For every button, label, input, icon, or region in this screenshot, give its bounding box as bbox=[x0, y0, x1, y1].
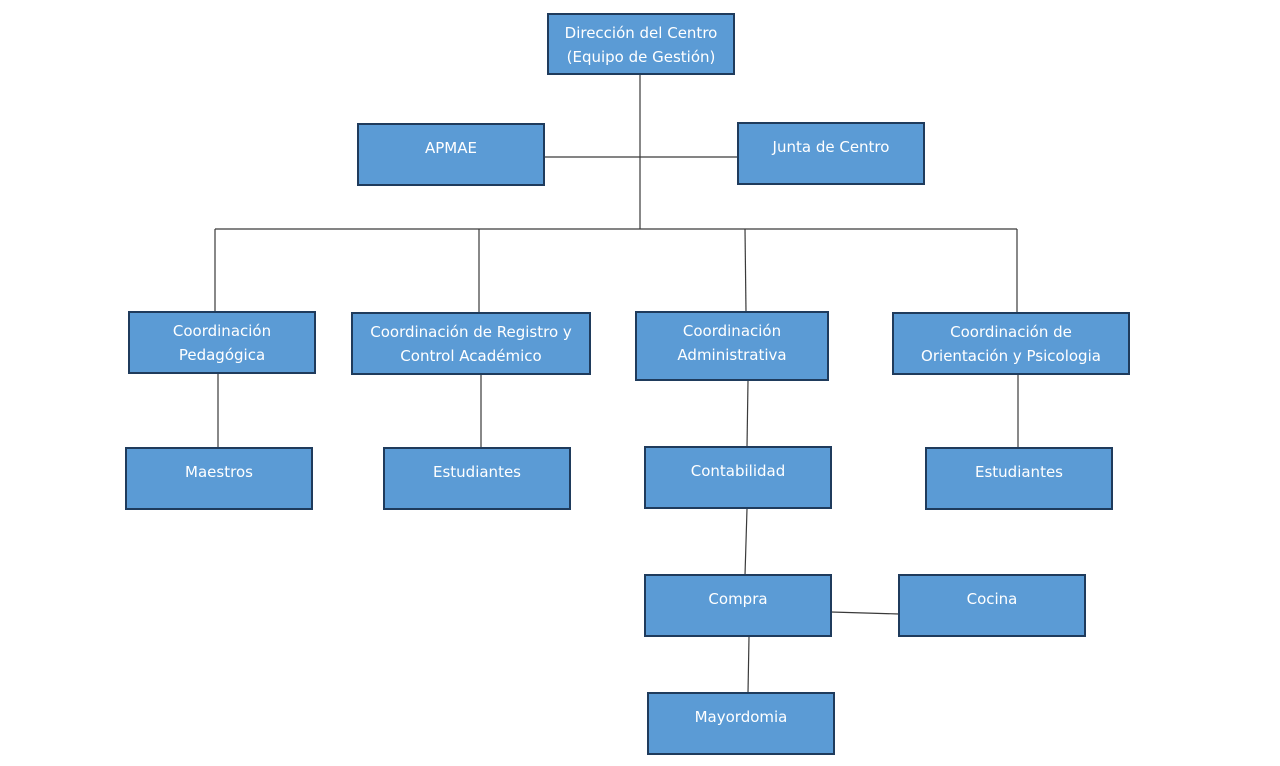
connector-compra-mayordomia bbox=[747, 636, 750, 694]
node-coordinacion-orientacion: Coordinación de Orientación y Psicologia bbox=[892, 312, 1130, 375]
node-contabilidad: Contabilidad bbox=[644, 446, 832, 509]
connector-compra-cocina bbox=[830, 611, 900, 615]
node-estudiantes-orientacion: Estudiantes bbox=[925, 447, 1113, 510]
node-coordinacion-pedagogica: Coordinación Pedagógica bbox=[128, 311, 316, 374]
node-mayordomia: Mayordomia bbox=[647, 692, 835, 755]
node-coordinacion-registro-control: Coordinación de Registro y Control Acadé… bbox=[351, 312, 591, 375]
node-estudiantes-registro: Estudiantes bbox=[383, 447, 571, 510]
connector-administrativa-contabilidad bbox=[746, 380, 749, 448]
node-compra: Compra bbox=[644, 574, 832, 637]
connector-to-coord-administrativa bbox=[744, 228, 747, 313]
node-coordinacion-administrativa: Coordinación Administrativa bbox=[635, 311, 829, 381]
node-direccion-del-centro: Dirección del Centro (Equipo de Gestión) bbox=[547, 13, 735, 75]
node-junta-de-centro: Junta de Centro bbox=[737, 122, 925, 185]
connector-contabilidad-compra bbox=[744, 508, 748, 576]
node-maestros: Maestros bbox=[125, 447, 313, 510]
node-cocina: Cocina bbox=[898, 574, 1086, 637]
node-apmae: APMAE bbox=[357, 123, 545, 186]
